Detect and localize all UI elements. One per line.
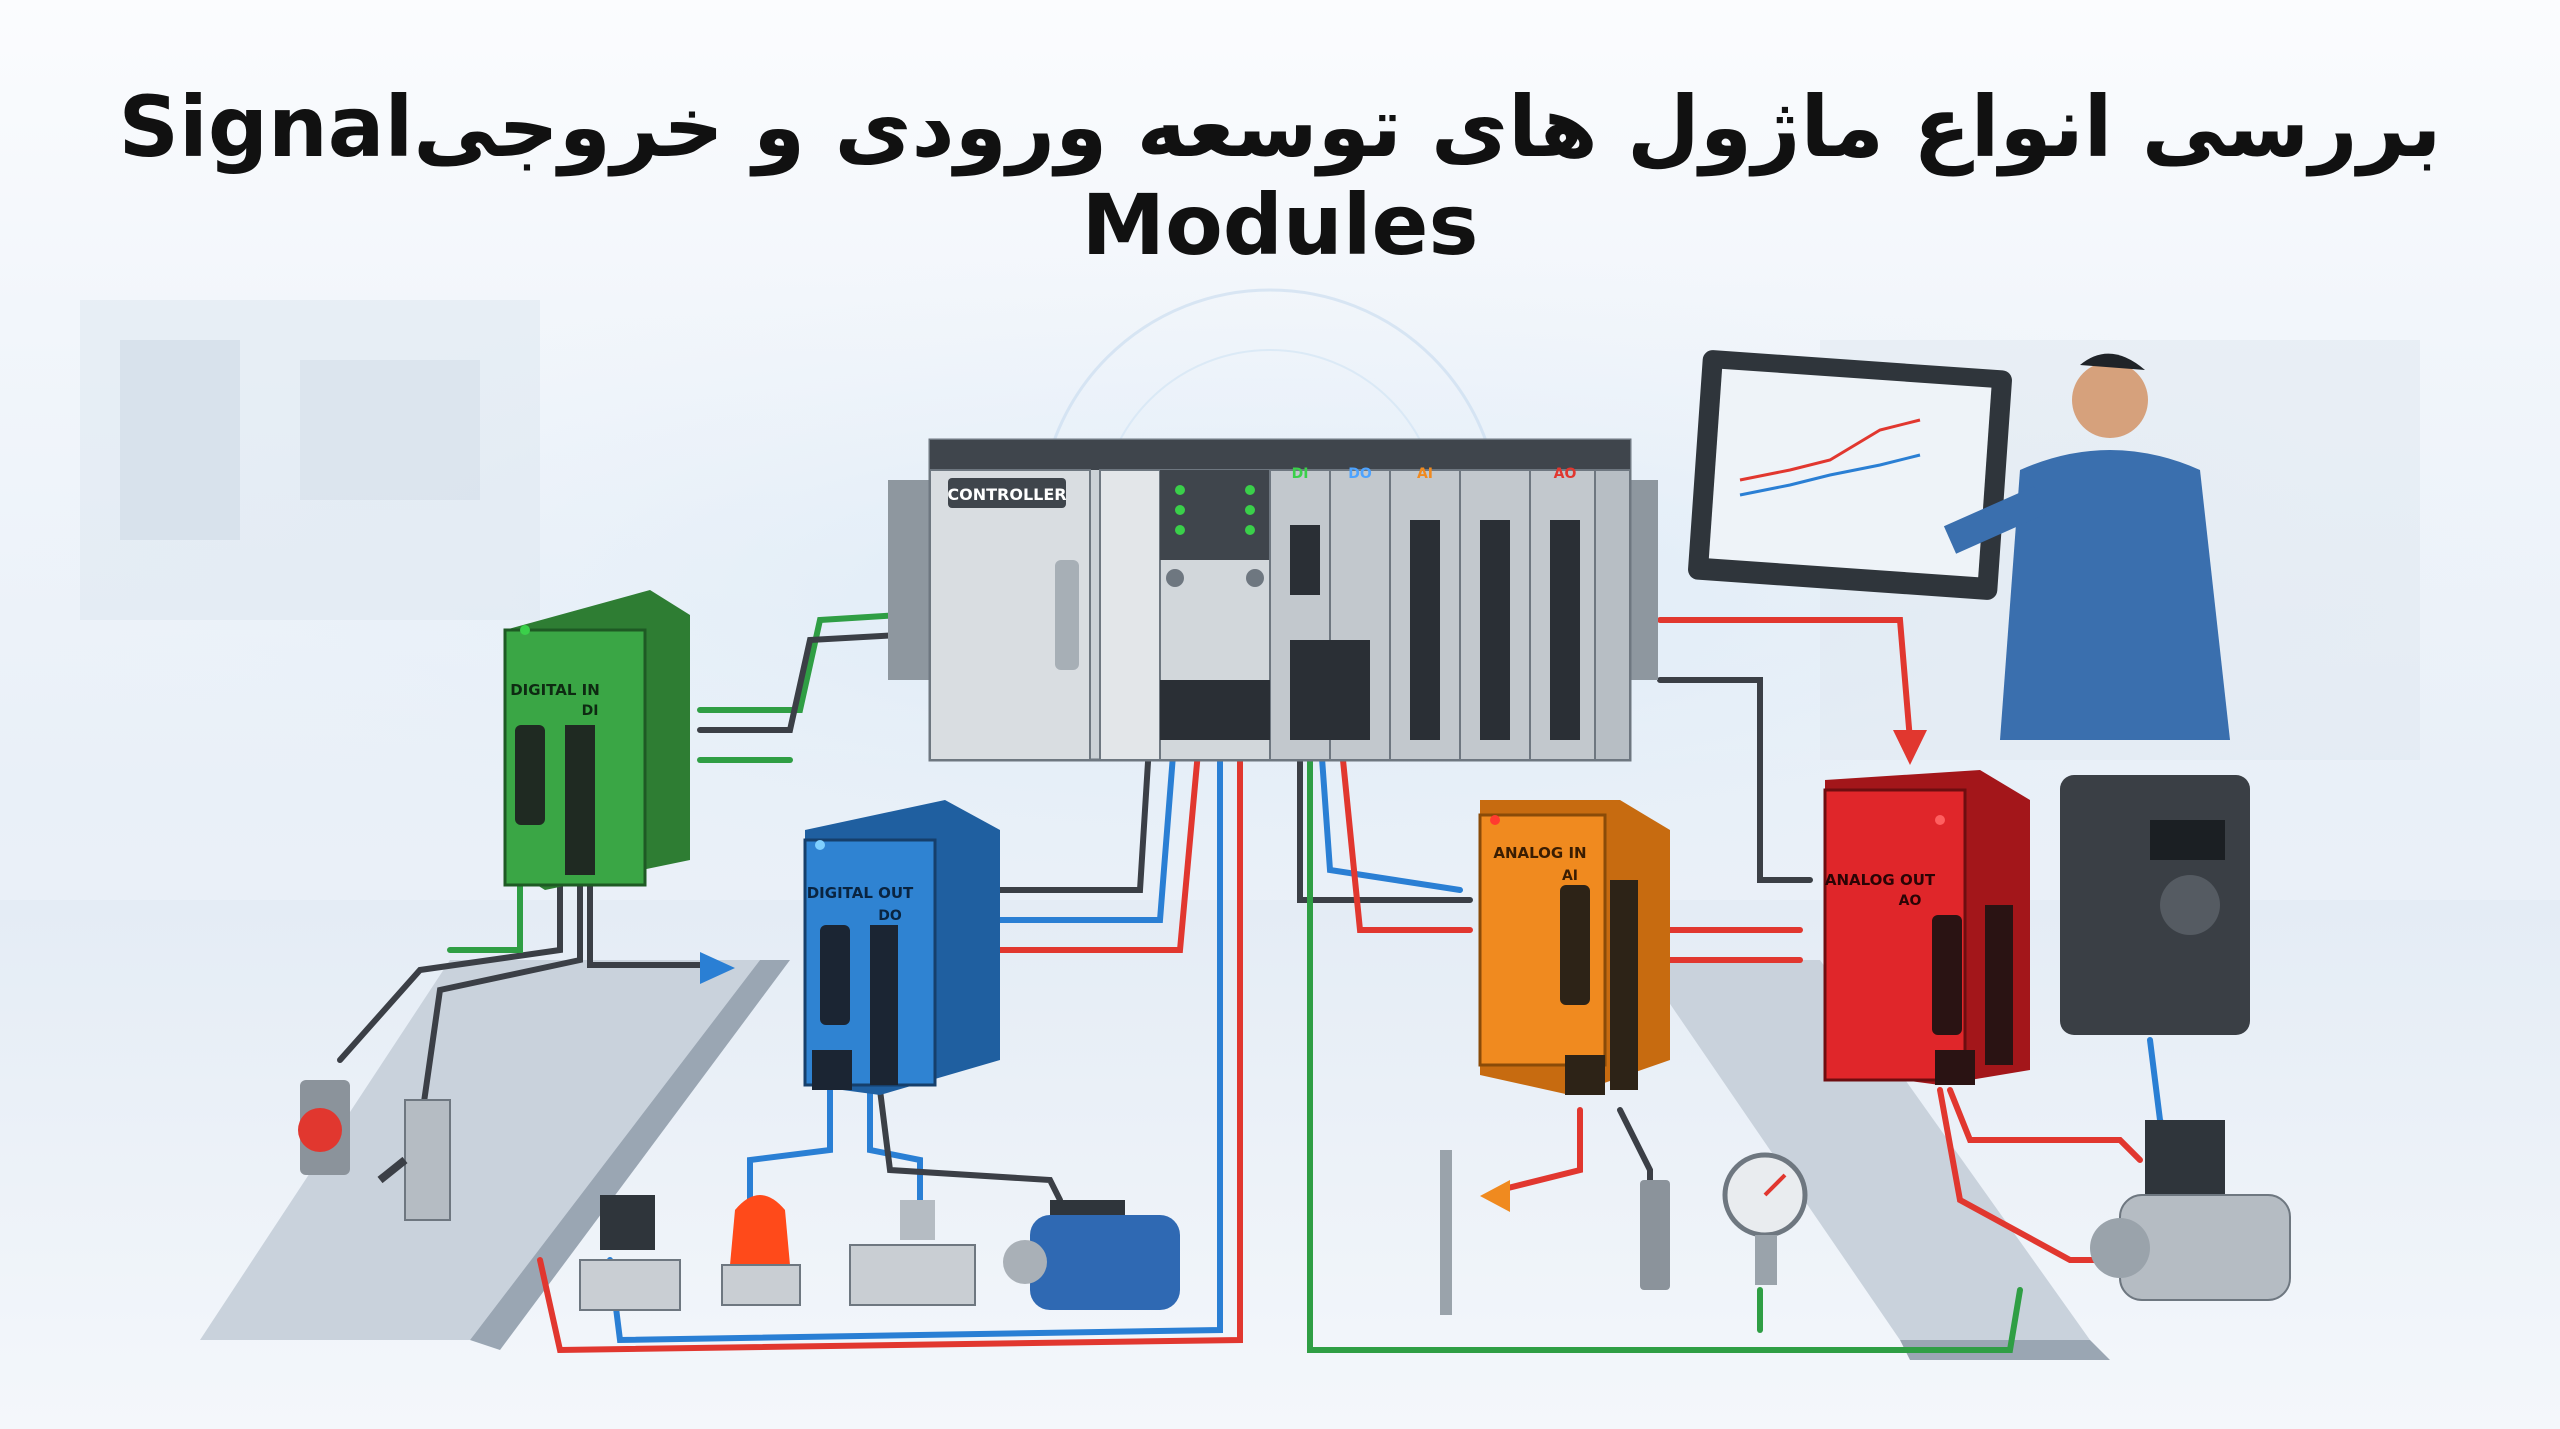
digital-out-title: DIGITAL OUT: [807, 884, 914, 902]
controller-label: CONTROLLER: [947, 485, 1066, 504]
controller-rack: CONTROLLER DI DO AI AO: [888, 438, 1658, 762]
wire-do-motor: [877, 1087, 1063, 1203]
analog-in-module: ANALOG IN AI: [1478, 800, 1670, 1095]
wiring: [337, 612, 2173, 1354]
wire-di-arrow: [587, 877, 703, 968]
temperature-probe-icon: [1440, 1150, 1452, 1315]
conveyor-rail-left: [200, 960, 790, 1350]
valve-icon: [849, 1200, 976, 1306]
pressure-sensor-icon: [1640, 1180, 1670, 1290]
arrow-left-orange: [1480, 1180, 1510, 1212]
wire-do-beacon: [747, 1087, 833, 1233]
wire-do-valve: [867, 1087, 923, 1223]
wire-di-button: [337, 877, 563, 1063]
operator-icon: [1943, 353, 2230, 740]
digital-out-module: DIGITAL OUT DO: [803, 800, 1000, 1095]
arrow-down-red: [1893, 730, 1927, 765]
wire-do-controller-1: [997, 727, 1153, 893]
pressure-gauge-icon: [1722, 1152, 1808, 1285]
analog-out-title: ANALOG OUT: [1825, 871, 1936, 889]
wire-do-controller-3: [997, 727, 1203, 953]
actuator-valve-icon: [2145, 1120, 2225, 1200]
digital-in-code: DI: [582, 703, 599, 719]
analog-in-code: AI: [1562, 868, 1578, 884]
wire-ai-controller-1: [1297, 727, 1473, 903]
slot-label-do: DO: [1348, 466, 1372, 482]
wire-ai-green-loop: [1307, 727, 2023, 1353]
wire-ai-probe: [1497, 1107, 1583, 1193]
hmi-touchscreen-icon: [1688, 350, 2012, 600]
signal-arrows: [700, 730, 1927, 1212]
pump-motor-icon: [2090, 1194, 2291, 1301]
digital-in-title: DIGITAL IN: [510, 681, 600, 699]
page-title: بررسی انواع ماژول های توسعه ورودی و خروج…: [0, 78, 2560, 274]
wire-ao-actuator: [1947, 1087, 2143, 1163]
slot-label-ao: AO: [1554, 466, 1577, 482]
wire-di-controller-1: [697, 612, 903, 713]
warning-beacon-icon: [721, 1195, 801, 1306]
wire-di-switch: [417, 877, 583, 1133]
analog-in-title: ANALOG IN: [1493, 844, 1586, 862]
wire-di-controller-2: [697, 632, 903, 733]
wire-do-red-loop: [537, 727, 1243, 1354]
slot-label-di: DI: [1292, 466, 1309, 482]
wire-do-controller-2: [997, 727, 1178, 923]
wire-ao-hmi: [1657, 617, 1913, 743]
title-persian: بررسی انواع ماژول های توسعه ورودی و خروج…: [413, 78, 2442, 176]
slot-label-ai: AI: [1417, 466, 1433, 482]
electric-motor-icon: [1003, 1200, 1180, 1310]
arrow-right-blue: [700, 952, 735, 984]
variable-frequency-drive-icon: [2060, 775, 2250, 1035]
wire-di-flow: [447, 877, 523, 953]
digital-out-code: DO: [878, 908, 902, 924]
wire-ao-controller-1: [1657, 677, 1813, 883]
wire-ai-controller-2: [1317, 727, 1463, 893]
solenoid-valve-icon: [579, 1195, 681, 1311]
analog-out-code: AO: [1899, 893, 1922, 909]
push-button-icon: [298, 1080, 350, 1175]
analog-out-module: ANALOG OUT AO: [1823, 770, 2030, 1085]
wire-ai-controller-3: [1337, 727, 1473, 933]
digital-in-module: DIGITAL IN DI: [503, 590, 690, 890]
limit-switch-icon: [377, 1099, 451, 1221]
